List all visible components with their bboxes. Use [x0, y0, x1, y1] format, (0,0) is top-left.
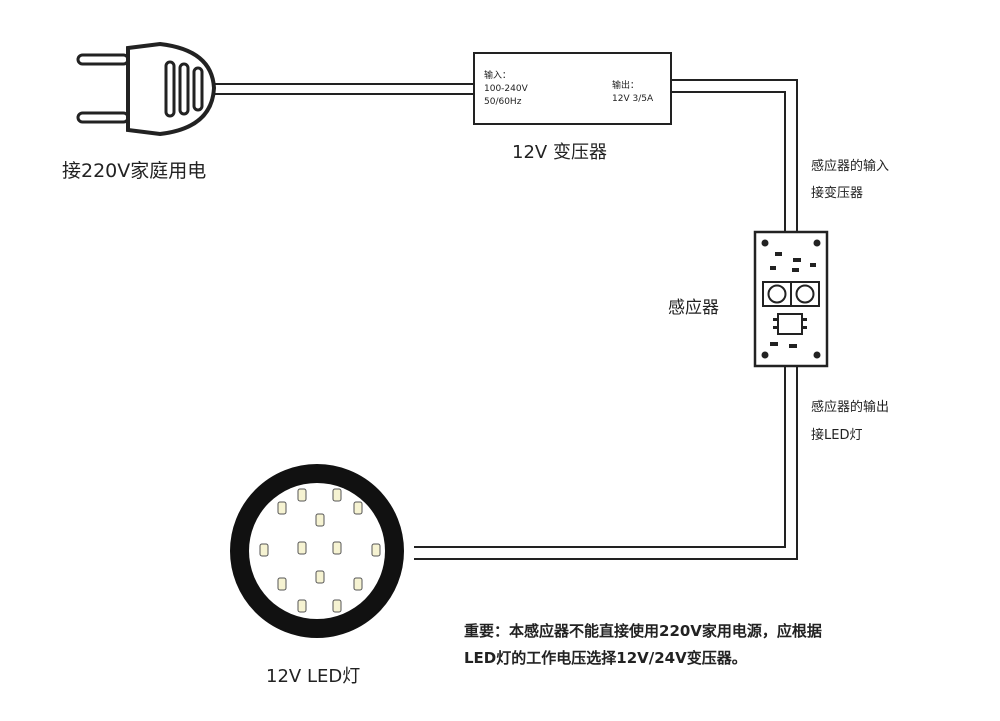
plug-label: 接220V家庭用电: [62, 160, 207, 182]
important-note-line1: 重要：本感应器不能直接使用220V家用电源，应根据: [464, 622, 822, 640]
transformer-input-heading: 输入：: [484, 71, 512, 81]
transformer-input-frequency: 50/60Hz: [484, 97, 522, 107]
cable-plug-to-transformer: [213, 83, 474, 95]
transformer-box: [473, 52, 672, 125]
sensor-input-note-line2: 接变压器: [811, 186, 864, 201]
led-lamp-icon: [230, 464, 404, 638]
transformer-output-value: 12V 3/5A: [612, 94, 654, 104]
transformer-input-voltage: 100-240V: [484, 84, 528, 94]
sensor-module: [753, 230, 829, 368]
plug-icon: [76, 41, 217, 137]
sensor-output-note-line2: 接LED灯: [811, 428, 863, 443]
cable-transformer-to-sensor: [671, 79, 798, 232]
sensor-label: 感应器: [668, 298, 719, 318]
cable-sensor-to-led: [414, 366, 798, 560]
sensor-input-note-line1: 感应器的输入: [811, 159, 890, 174]
transformer-output-heading: 输出：: [612, 81, 640, 91]
important-note-line2: LED灯的工作电压选择12V/24V变压器。: [464, 649, 747, 667]
led-lamp-label: 12V LED灯: [266, 666, 361, 687]
transformer-label: 12V 变压器: [512, 142, 607, 163]
sensor-output-note-line1: 感应器的输出: [811, 400, 890, 415]
